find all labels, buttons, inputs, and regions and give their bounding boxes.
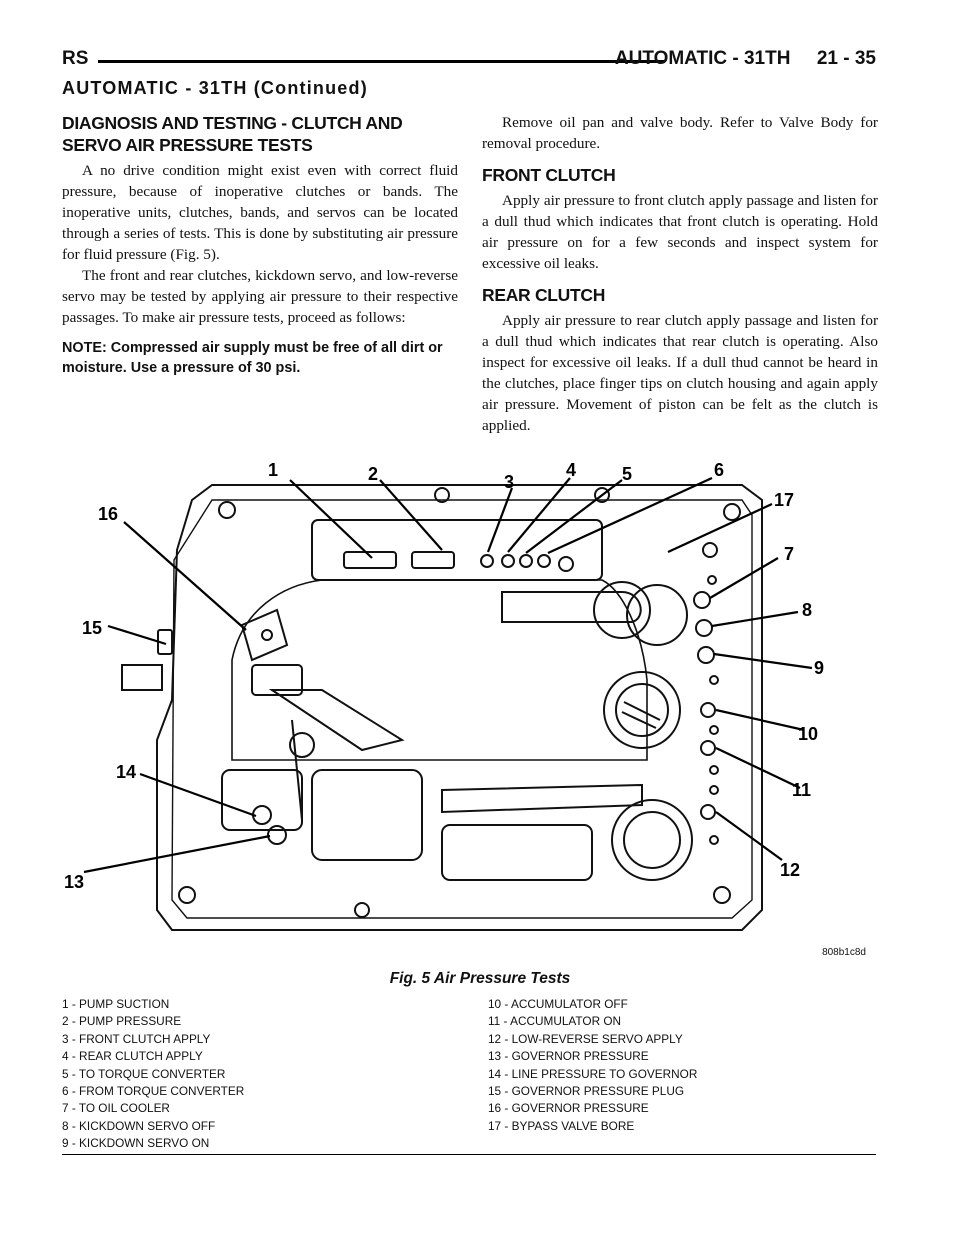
legend-item: 16 - GOVERNOR PRESSURE — [488, 1101, 649, 1116]
legend-item: 13 - GOVERNOR PRESSURE — [488, 1049, 649, 1064]
callout-7: 7 — [784, 544, 794, 564]
legend-item: 15 - GOVERNOR PRESSURE PLUG — [488, 1084, 685, 1099]
case-outline — [156, 484, 763, 931]
diagnosis-heading: DIAGNOSIS AND TESTING - CLUTCH AND SERVO… — [62, 113, 403, 155]
legend-item: 9 - KICKDOWN SERVO ON — [62, 1136, 210, 1151]
callout-6: 6 — [714, 460, 724, 480]
legend-item: 8 - KICKDOWN SERVO OFF — [62, 1118, 216, 1133]
procedure-paragraph: The front and rear clutches, kickdown se… — [62, 267, 458, 326]
callout-5: 5 — [622, 464, 632, 484]
legend-item: 2 - PUMP PRESSURE — [62, 1014, 182, 1029]
legend-bottom-rule — [62, 1154, 876, 1155]
legend-item: 3 - FRONT CLUTCH APPLY — [62, 1031, 211, 1046]
rear-clutch-text: Apply air pressure to rear clutch apply … — [482, 312, 878, 434]
legend-item: 1 - PUMP SUCTION — [62, 997, 170, 1011]
front-clutch-text: Apply air pressure to front clutch apply… — [482, 192, 878, 272]
callout-labels: 1 2 3 4 5 6 17 7 8 9 10 11 12 13 14 15 1… — [64, 460, 824, 892]
callout-12: 12 — [780, 860, 800, 880]
rear-clutch-heading: REAR CLUTCH — [482, 285, 606, 305]
air-pressure-figure: 1 2 3 4 5 6 17 7 8 9 10 11 12 13 14 15 1… — [62, 440, 876, 960]
header-section-code: RS — [62, 48, 89, 69]
figure-caption: Fig. 5 Air Pressure Tests — [389, 970, 571, 987]
callout-13: 13 — [64, 872, 84, 892]
legend-item: 11 - ACCUMULATOR ON — [488, 1014, 622, 1029]
callout-1: 1 — [268, 460, 278, 480]
transmission-case-illustration: 1 2 3 4 5 6 17 7 8 9 10 11 12 13 14 15 1… — [64, 460, 824, 931]
callout-17: 17 — [774, 490, 794, 510]
page-header: RS AUTOMATIC - 31TH 21 - 35 — [62, 42, 876, 72]
legend-item: 12 - LOW-REVERSE SERVO APPLY — [488, 1031, 683, 1046]
legend-item: 14 - LINE PRESSURE TO GOVERNOR — [488, 1066, 698, 1081]
callout-14: 14 — [116, 762, 136, 782]
callout-11: 11 — [792, 780, 811, 800]
legend-left: 1 - PUMP SUCTION 2 - PUMP PRESSURE 3 - F… — [62, 996, 244, 1153]
callout-16: 16 — [98, 504, 118, 524]
removal-paragraph: Remove oil pan and valve body. Refer to … — [482, 114, 878, 152]
legend-item: 5 - TO TORQUE CONVERTER — [62, 1066, 226, 1081]
continued-title: AUTOMATIC - 31TH (Continued) — [62, 78, 368, 98]
header-rule — [98, 60, 664, 63]
figure-code: 808b1c8d — [822, 947, 866, 958]
callout-9: 9 — [814, 658, 824, 678]
legend-item: 17 - BYPASS VALVE BORE — [488, 1118, 635, 1133]
legend-item: 6 - FROM TORQUE CONVERTER — [62, 1084, 245, 1099]
callout-4: 4 — [566, 460, 576, 480]
callout-15: 15 — [82, 618, 102, 638]
callout-10: 10 — [798, 724, 818, 744]
legend-item: 7 - TO OIL COOLER — [62, 1101, 170, 1116]
intro-paragraph: A no drive condition might exist even wi… — [62, 162, 458, 263]
front-clutch-heading: FRONT CLUTCH — [482, 165, 616, 185]
header-page-title: AUTOMATIC - 31TH 21 - 35 — [614, 48, 876, 69]
callout-2: 2 — [368, 464, 378, 484]
legend-item: 10 - ACCUMULATOR OFF — [488, 997, 628, 1011]
legend-item: 4 - REAR CLUTCH APPLY — [62, 1049, 203, 1064]
legend-right: 10 - ACCUMULATOR OFF 11 - ACCUMULATOR ON… — [488, 996, 697, 1135]
left-column: DIAGNOSIS AND TESTING - CLUTCH AND SERVO… — [62, 112, 458, 378]
note-text: NOTE: Compressed air supply must be free… — [62, 340, 443, 376]
right-column: Remove oil pan and valve body. Refer to … — [482, 112, 878, 436]
callout-8: 8 — [802, 600, 812, 620]
callout-3: 3 — [504, 472, 514, 492]
